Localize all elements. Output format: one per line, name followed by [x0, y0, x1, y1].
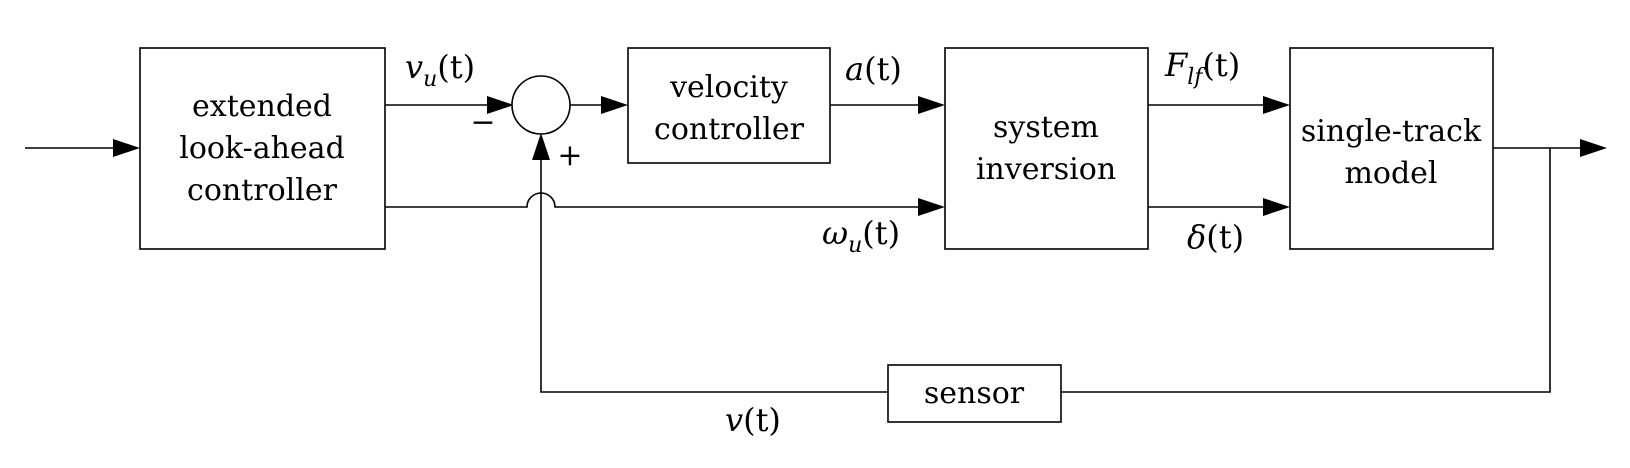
- feedback-left-wire: [540, 158, 888, 393]
- delta-arrowhead: [1263, 198, 1290, 216]
- single-track-model-block: [1289, 47, 1494, 250]
- omega-u-wire: [385, 192, 924, 208]
- F-lf-arrowhead: [1263, 96, 1290, 114]
- feedback-right-wire: [1061, 148, 1551, 393]
- signal-delta-label: δ(t): [1187, 218, 1244, 256]
- input-arrowhead: [113, 139, 140, 157]
- lookahead-label-line-3: controller: [187, 173, 338, 208]
- sum-out-arrowhead: [601, 96, 628, 114]
- system-inversion-block: [944, 47, 1149, 250]
- sensor-label: sensor: [924, 376, 1025, 411]
- singletrack-label-line-2: model: [1344, 156, 1437, 191]
- lookahead-label-line-1: extended: [192, 89, 332, 124]
- minus-sign: −: [470, 105, 495, 140]
- signal-v-label: v(t): [725, 401, 781, 439]
- lookahead-controller-block: [139, 47, 386, 250]
- signal-F-lf-label: Flf(t): [1164, 46, 1240, 90]
- signal-a-label: a(t): [845, 50, 902, 88]
- vu-arrowhead: [487, 96, 514, 114]
- omega-u-arrowhead: [918, 198, 945, 216]
- velocity-label-line-1: velocity: [669, 70, 788, 105]
- output-arrowhead: [1580, 139, 1607, 157]
- velocity-label-line-2: controller: [654, 112, 805, 147]
- plus-sign: +: [557, 138, 582, 173]
- singletrack-label-line-1: single-track: [1301, 114, 1482, 149]
- signal-vu-label: vu(t): [405, 48, 475, 92]
- inversion-label-line-2: inversion: [976, 152, 1116, 187]
- summing-junction: [511, 75, 571, 135]
- signal-omega-u-label: ωu(t): [822, 214, 900, 258]
- inversion-label-line-1: system: [993, 110, 1099, 145]
- lookahead-label-line-2: look-ahead: [179, 131, 345, 166]
- velocity-controller-block: [627, 47, 831, 164]
- a-arrowhead: [918, 96, 945, 114]
- sensor-block: [887, 364, 1062, 423]
- feedback-arrowhead: [532, 133, 550, 160]
